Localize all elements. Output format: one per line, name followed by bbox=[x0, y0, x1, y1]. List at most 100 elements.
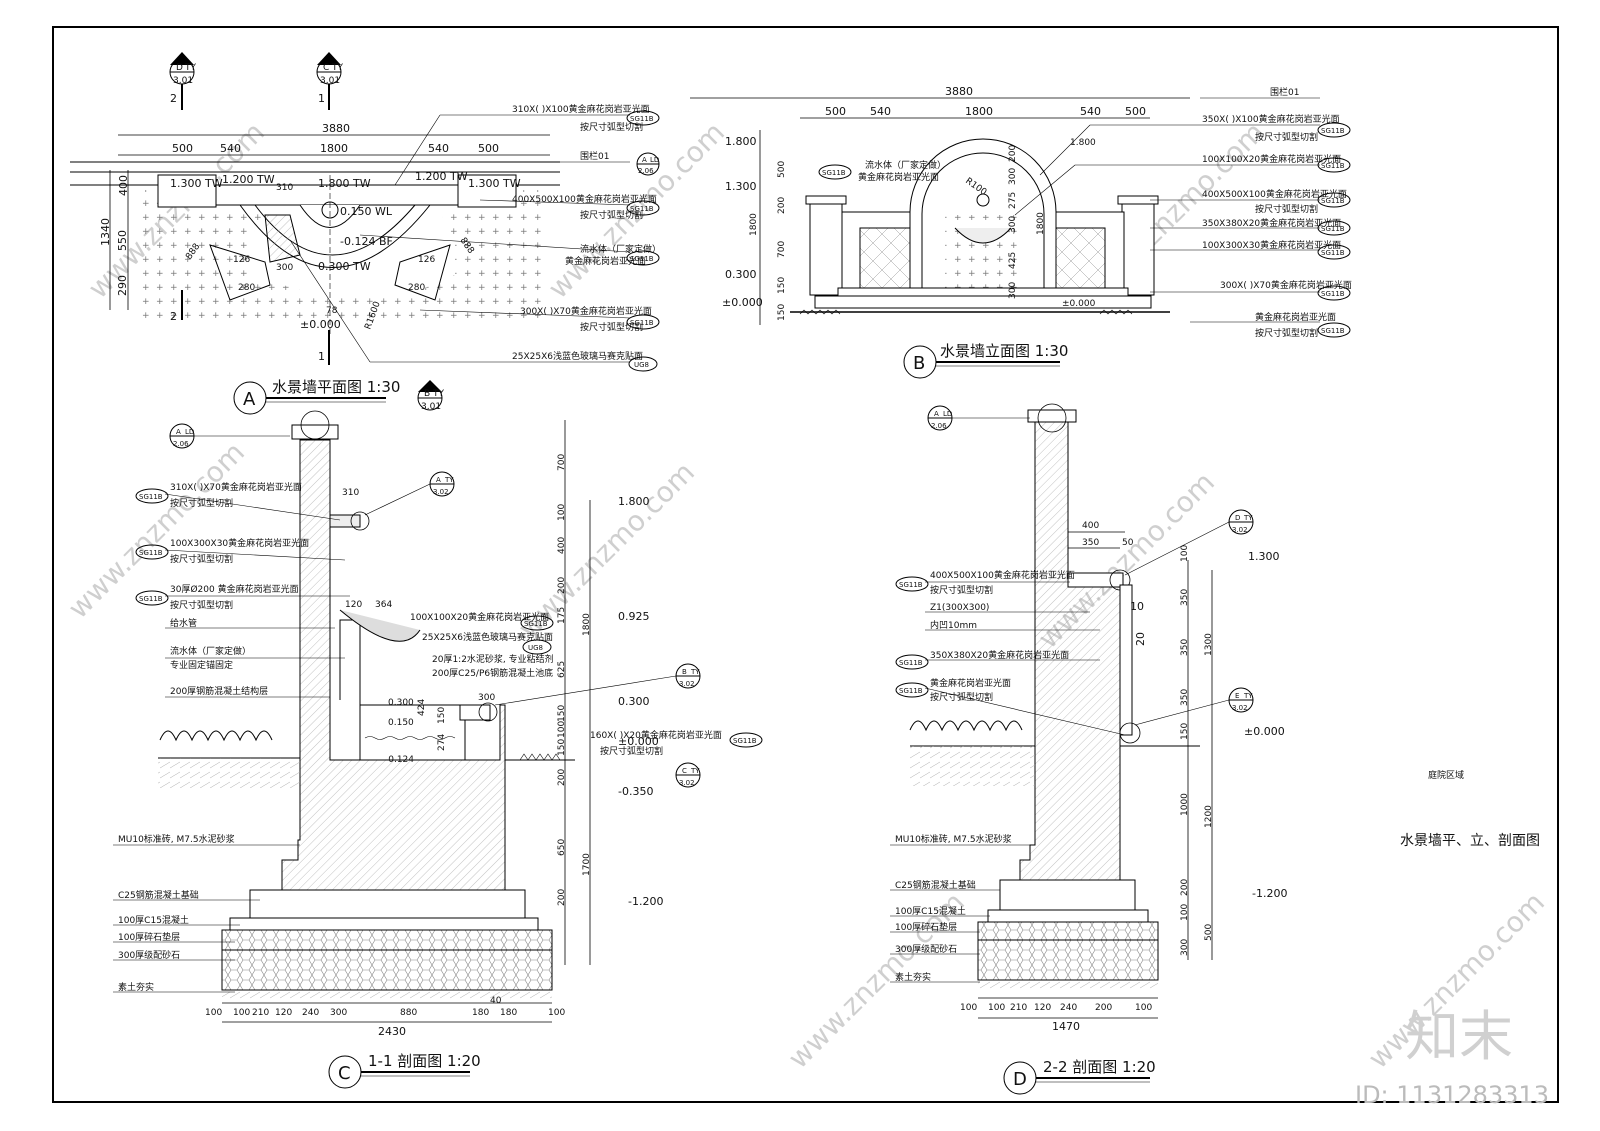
svg-text:TY: TY bbox=[690, 668, 700, 676]
svg-text:150: 150 bbox=[777, 304, 787, 321]
sheet-border bbox=[52, 26, 1559, 1103]
svg-text:2.06: 2.06 bbox=[931, 422, 947, 430]
svg-text:350: 350 bbox=[1180, 639, 1190, 656]
svg-text:0.150 WL: 0.150 WL bbox=[340, 205, 393, 218]
svg-text:3.02: 3.02 bbox=[679, 680, 695, 688]
svg-text:200: 200 bbox=[1180, 879, 1190, 896]
section1-marks: A LD 2.06 A TY 3.02 B TY 3.02 C TY 3.02 bbox=[169, 423, 701, 788]
svg-text:2: 2 bbox=[170, 92, 177, 105]
svg-text:500: 500 bbox=[1125, 105, 1146, 118]
svg-text:0.300: 0.300 bbox=[725, 268, 757, 281]
svg-text:-0.124 BF: -0.124 BF bbox=[340, 235, 393, 248]
svg-text:300: 300 bbox=[478, 693, 495, 703]
svg-text:100厚C15混凝土: 100厚C15混凝土 bbox=[895, 905, 966, 917]
svg-text:按尺寸弧型切割: 按尺寸弧型切割 bbox=[1255, 203, 1318, 215]
svg-text:310X( )X100黄金麻花岗岩亚光面: 310X( )X100黄金麻花岗岩亚光面 bbox=[512, 103, 650, 115]
sheet-title: 水景墙平、立、剖面图 bbox=[1400, 833, 1540, 849]
view-c-title: 1-1 剖面图 1:20 bbox=[368, 1052, 481, 1070]
svg-text:SG11B: SG11B bbox=[139, 595, 163, 603]
svg-text:30厚Ø200 黄金麻花岗岩亚光面: 30厚Ø200 黄金麻花岗岩亚光面 bbox=[170, 583, 299, 595]
svg-text:3.02: 3.02 bbox=[679, 779, 695, 787]
svg-text:650: 650 bbox=[557, 839, 567, 856]
svg-text:流水体（厂家定做）: 流水体（厂家定做） bbox=[865, 159, 946, 171]
svg-text:160X( )X20黄金麻花岗岩亚光面: 160X( )X20黄金麻花岗岩亚光面 bbox=[590, 729, 722, 741]
svg-text:200: 200 bbox=[1008, 145, 1018, 162]
section-mark-d: D TY 3.01 2 bbox=[169, 52, 196, 110]
svg-text:SG11B: SG11B bbox=[630, 255, 654, 263]
svg-text:880: 880 bbox=[400, 1008, 417, 1018]
plan-overall-dim: 3880 bbox=[322, 122, 350, 135]
svg-text:3.02: 3.02 bbox=[1232, 526, 1248, 534]
svg-text:SG11B: SG11B bbox=[1321, 197, 1345, 205]
section-view-d: 400X500X100黄金麻花岗岩亚光面 SG11B 按尺寸弧型切割 Z1(30… bbox=[890, 403, 1287, 1095]
svg-text:流水体（厂家定做）: 流水体（厂家定做） bbox=[170, 645, 251, 657]
svg-text:364: 364 bbox=[375, 600, 392, 610]
svg-text:1.300: 1.300 bbox=[725, 180, 757, 193]
svg-text:300: 300 bbox=[1180, 939, 1190, 956]
svg-text:100: 100 bbox=[960, 1003, 977, 1013]
svg-text:3.01: 3.01 bbox=[173, 76, 193, 86]
svg-text:1800: 1800 bbox=[582, 613, 592, 636]
svg-text:100: 100 bbox=[1135, 1003, 1152, 1013]
id-text: ID: 1131283313 bbox=[1355, 1081, 1549, 1109]
svg-text:1800: 1800 bbox=[965, 105, 993, 118]
svg-text:126: 126 bbox=[233, 255, 250, 265]
svg-text:20: 20 bbox=[1134, 632, 1147, 646]
svg-text:专业固定锚固定: 专业固定锚固定 bbox=[170, 659, 233, 671]
svg-text:400X500X100黄金麻花岗岩亚光面: 400X500X100黄金麻花岗岩亚光面 bbox=[512, 193, 657, 205]
view-d-title: 2-2 剖面图 1:20 bbox=[1043, 1058, 1156, 1076]
svg-text:MU10标准砖, M7.5水泥砂浆: MU10标准砖, M7.5水泥砂浆 bbox=[118, 833, 235, 845]
svg-text:175: 175 bbox=[557, 607, 567, 624]
svg-text:350: 350 bbox=[1082, 538, 1099, 548]
svg-text:A: A bbox=[642, 156, 647, 164]
svg-text:1: 1 bbox=[318, 350, 325, 363]
svg-text:350: 350 bbox=[1180, 589, 1190, 606]
elevation-callouts: 350X( )X100黄金麻花岗岩亚光面 按尺寸弧型切割 SG11B 100X1… bbox=[1014, 113, 1352, 339]
svg-text:150: 150 bbox=[437, 707, 447, 724]
svg-text:300厚级配砂石: 300厚级配砂石 bbox=[118, 949, 180, 961]
svg-text:按尺寸弧型切割: 按尺寸弧型切割 bbox=[930, 691, 993, 703]
svg-text:100X100X20黄金麻花岗岩亚光面: 100X100X20黄金麻花岗岩亚光面 bbox=[410, 611, 549, 623]
svg-text:100厚C15混凝土: 100厚C15混凝土 bbox=[118, 914, 189, 926]
svg-text:1800: 1800 bbox=[749, 213, 759, 236]
svg-text:给水管: 给水管 bbox=[170, 617, 197, 629]
svg-text:310: 310 bbox=[342, 488, 359, 498]
svg-text:A: A bbox=[176, 428, 181, 436]
svg-text:SG11B: SG11B bbox=[1321, 162, 1345, 170]
svg-text:1470: 1470 bbox=[1052, 1020, 1080, 1033]
svg-text:SG11B: SG11B bbox=[1321, 290, 1345, 298]
svg-text:1.800: 1.800 bbox=[725, 135, 757, 148]
svg-text:按尺寸弧型切割: 按尺寸弧型切割 bbox=[580, 121, 643, 133]
svg-text:210: 210 bbox=[1010, 1003, 1027, 1013]
svg-text:1700: 1700 bbox=[582, 853, 592, 876]
svg-text:Z1(300X300): Z1(300X300) bbox=[930, 603, 989, 613]
svg-text:500: 500 bbox=[172, 142, 193, 155]
svg-text:350X380X20黄金麻花岗岩亚光面: 350X380X20黄金麻花岗岩亚光面 bbox=[930, 649, 1069, 661]
plan-callouts: 310X( )X100黄金麻花岗岩亚光面 按尺寸弧型切割 SG11B 围栏01 … bbox=[289, 103, 661, 372]
svg-text:200: 200 bbox=[777, 197, 787, 214]
svg-text:1.300 TW: 1.300 TW bbox=[468, 177, 521, 190]
svg-text:SG11B: SG11B bbox=[1321, 249, 1345, 257]
svg-text:LD: LD bbox=[650, 156, 659, 164]
svg-text:3.01: 3.01 bbox=[421, 402, 441, 412]
area-note: 庭院区域 bbox=[1428, 769, 1464, 781]
svg-text:400X500X100黄金麻花岗岩亚光面: 400X500X100黄金麻花岗岩亚光面 bbox=[930, 569, 1075, 581]
svg-text:275: 275 bbox=[1008, 192, 1018, 209]
svg-text:100: 100 bbox=[988, 1003, 1005, 1013]
svg-text:200: 200 bbox=[557, 577, 567, 594]
svg-text:500: 500 bbox=[825, 105, 846, 118]
svg-text:按尺寸弧型切割: 按尺寸弧型切割 bbox=[600, 745, 663, 757]
section-mark-c: C TY 3.01 1 bbox=[316, 52, 343, 110]
svg-text:-0.124: -0.124 bbox=[385, 755, 414, 765]
svg-text:D: D bbox=[1235, 514, 1240, 522]
svg-text:425: 425 bbox=[1008, 252, 1018, 269]
svg-text:240: 240 bbox=[302, 1008, 319, 1018]
svg-text:C25钢筋混凝土基础: C25钢筋混凝土基础 bbox=[895, 879, 976, 891]
svg-text:±0.000: ±0.000 bbox=[722, 296, 763, 309]
svg-text:围栏01: 围栏01 bbox=[1270, 86, 1299, 98]
svg-text:350X380X20黄金麻花岗岩亚光面: 350X380X20黄金麻花岗岩亚光面 bbox=[1202, 217, 1341, 229]
section2-marks: A LD 2.06 D TY 3.02 E TY 3.02 bbox=[927, 405, 1254, 726]
svg-text:C: C bbox=[682, 767, 687, 775]
section1-left-notes: 310X( )X70黄金麻花岗岩亚光面 SG11B 按尺寸弧型切割 100X30… bbox=[113, 481, 350, 993]
svg-text:25X25X6浅蓝色玻璃马赛克贴面: 25X25X6浅蓝色玻璃马赛克贴面 bbox=[422, 631, 553, 643]
